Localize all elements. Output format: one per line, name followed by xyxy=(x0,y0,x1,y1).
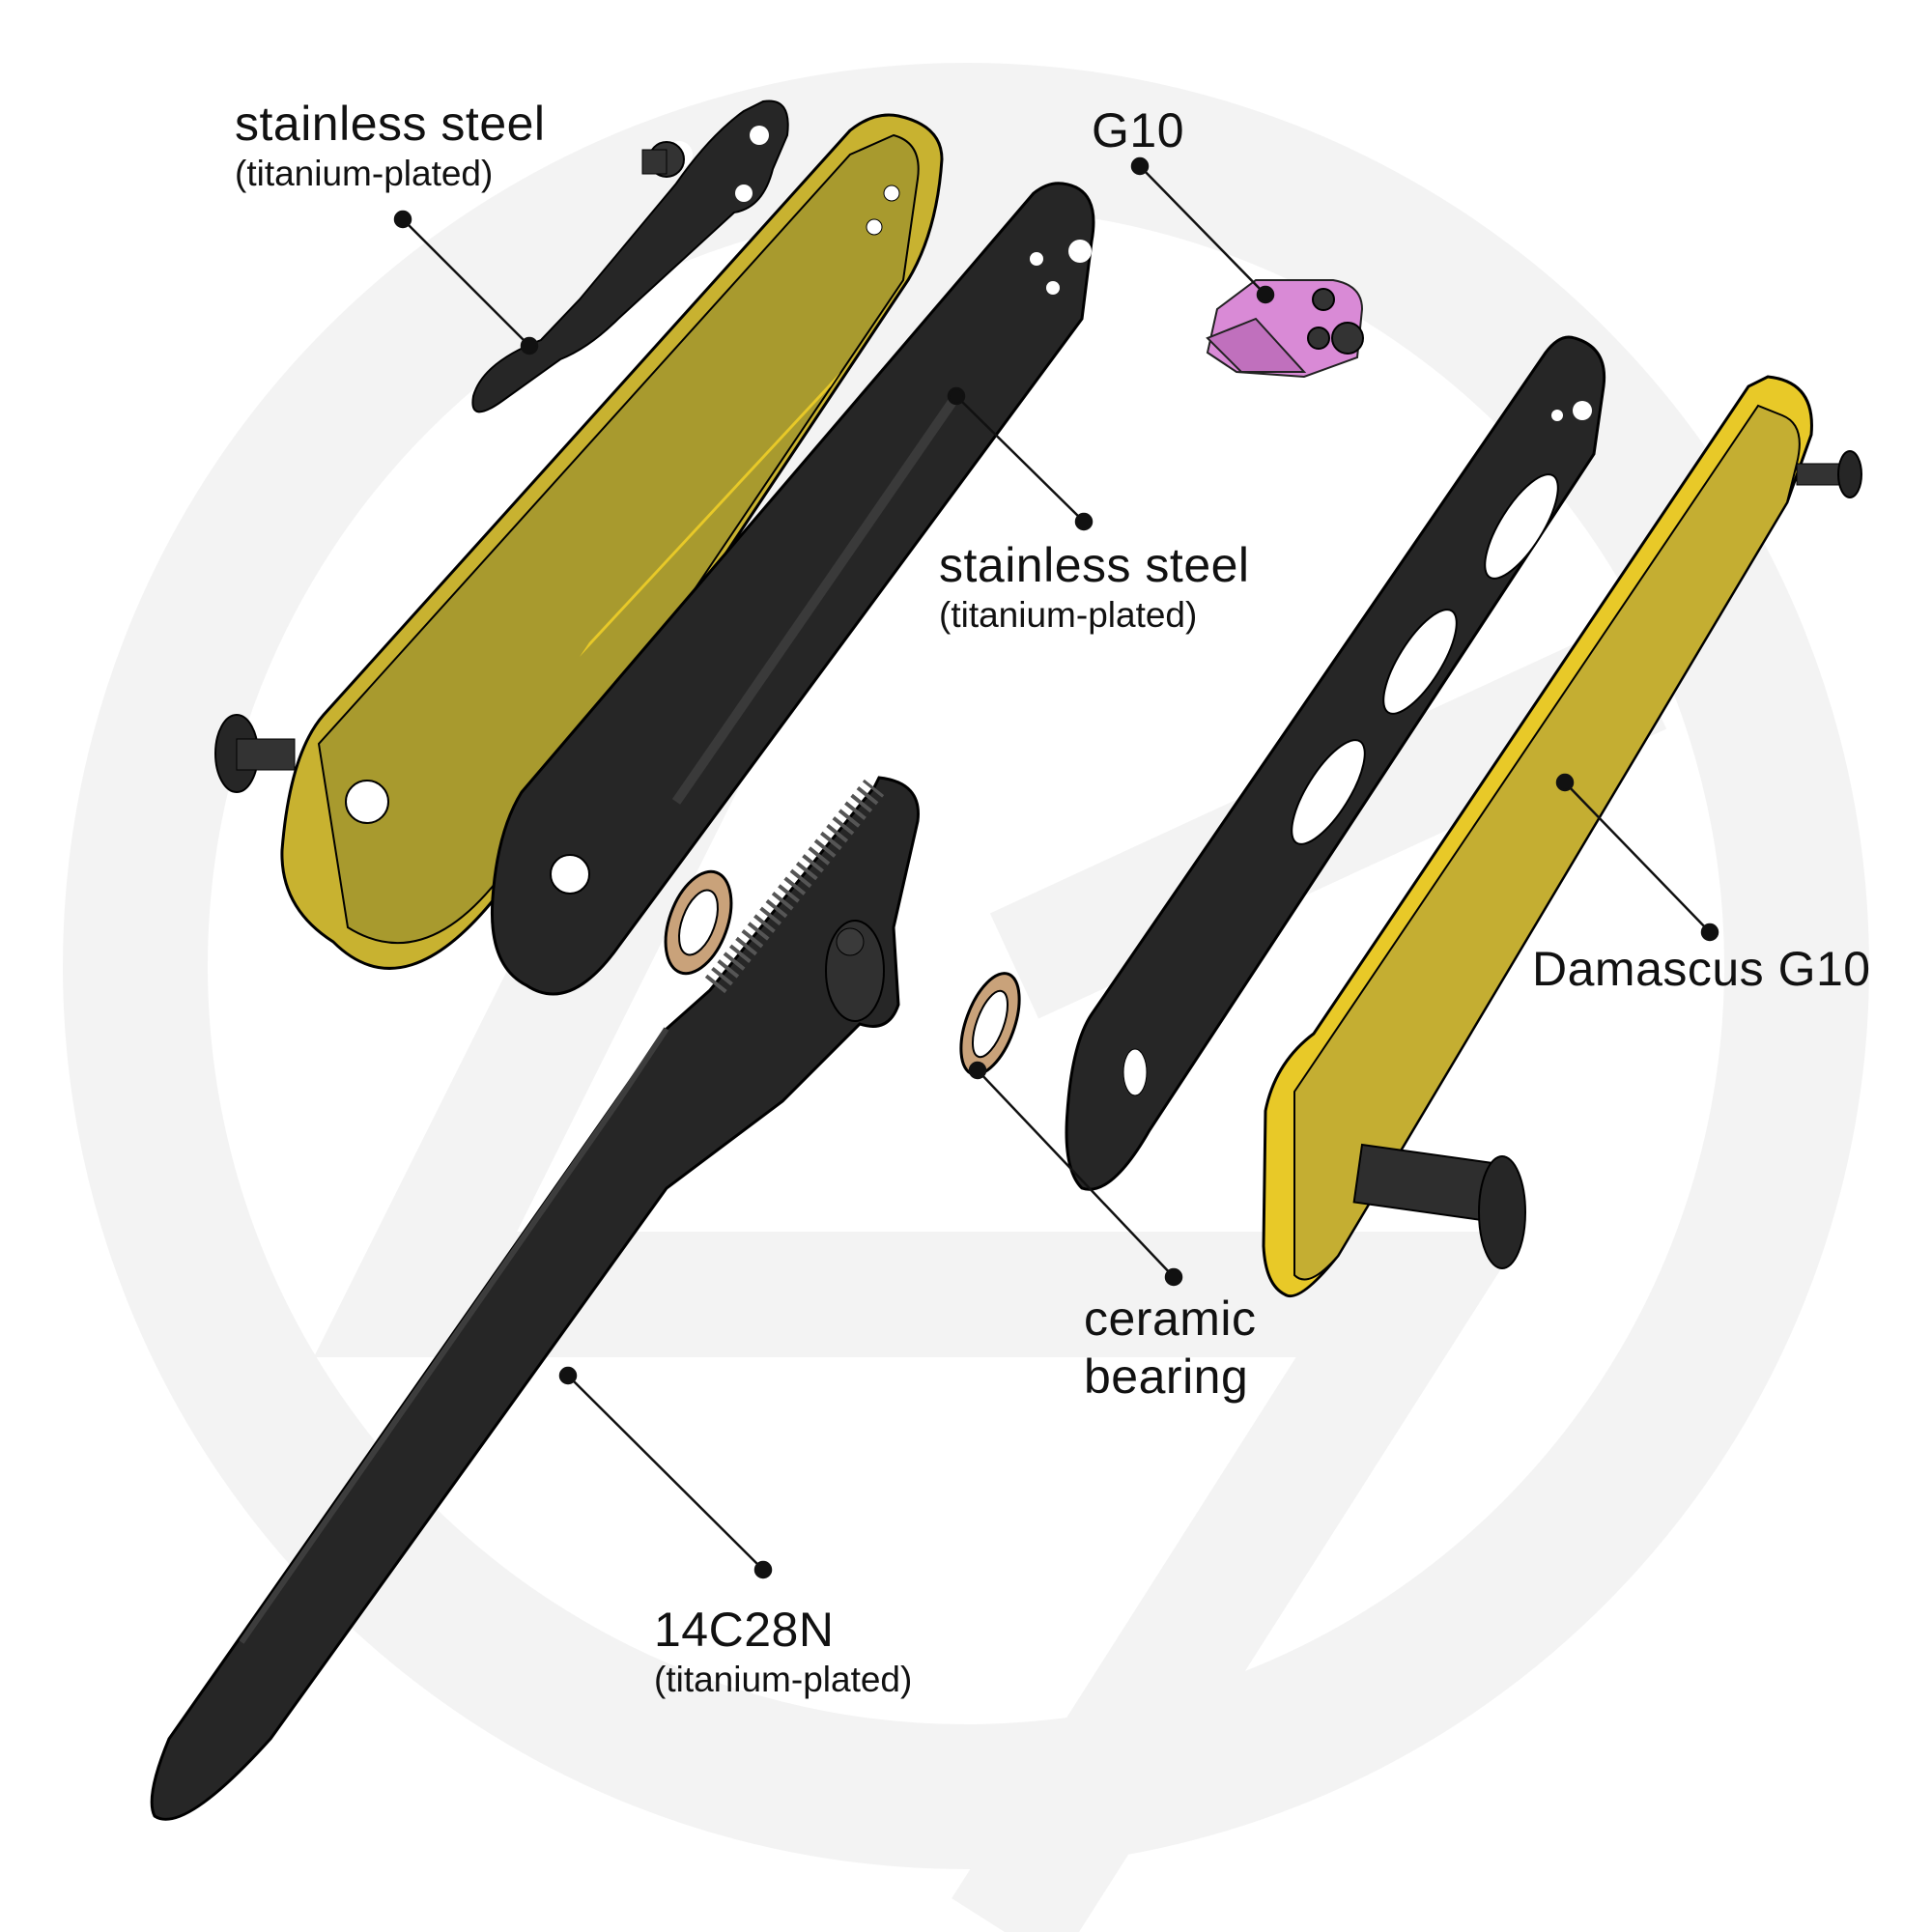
callout-scale-material: Damascus G10 xyxy=(1532,945,1871,993)
callout-sub-text: (titanium-plated) xyxy=(939,595,1198,635)
right-handle-scale xyxy=(1262,375,1862,1297)
leader-lines xyxy=(393,156,1719,1579)
blade xyxy=(150,776,920,1821)
callout-line2-text: bearing xyxy=(1084,1350,1249,1404)
callout-main-text: G10 xyxy=(1092,103,1185,157)
callout-line1-text: ceramic xyxy=(1084,1292,1257,1346)
g10-backspacer xyxy=(1206,279,1364,379)
callout-backspacer-material: G10 xyxy=(1092,106,1184,155)
ceramic-bearing-left xyxy=(664,869,733,976)
callout-bearing-material: ceramic bearing xyxy=(1084,1294,1257,1410)
callout-sub-text: (titanium-plated) xyxy=(235,154,494,193)
left-handle-scale xyxy=(214,113,944,970)
callout-main-text: Damascus G10 xyxy=(1532,942,1871,996)
callout-main-text: 14C28N xyxy=(654,1603,835,1657)
callout-clip-material: stainless steel (titanium-plated) xyxy=(235,99,546,191)
pocket-clip xyxy=(471,99,789,413)
ceramic-bearing-right xyxy=(959,972,1021,1076)
callout-sub-text: (titanium-plated) xyxy=(654,1660,913,1699)
callout-blade-steel: 14C28N (titanium-plated) xyxy=(654,1605,912,1697)
callout-liner-material: stainless steel (titanium-plated) xyxy=(939,541,1250,633)
callout-main-text: stainless steel xyxy=(939,538,1250,592)
left-liner xyxy=(490,182,1095,996)
callout-main-text: stainless steel xyxy=(235,97,546,151)
